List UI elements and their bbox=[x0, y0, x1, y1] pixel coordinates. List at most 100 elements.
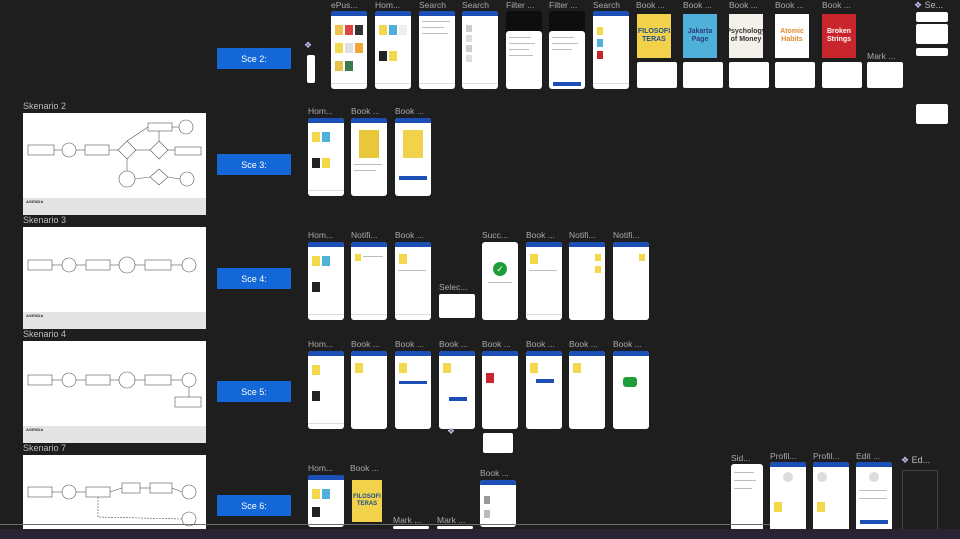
book-detail-card[interactable] bbox=[683, 62, 723, 88]
mark-card[interactable] bbox=[393, 526, 429, 529]
component-label: ❖ Se... bbox=[914, 0, 944, 10]
book-detail-card[interactable] bbox=[775, 62, 815, 88]
scenario-6-button[interactable]: Sce 6: bbox=[217, 495, 291, 516]
frame-label: Book ... bbox=[395, 339, 424, 349]
frame-label: Profil... bbox=[813, 451, 840, 461]
flow-diagram-skenario-2[interactable]: AGENDA bbox=[23, 113, 206, 215]
phone-frame-book[interactable] bbox=[526, 242, 562, 320]
phone-frame-book[interactable] bbox=[439, 351, 475, 429]
frame-label: Notifi... bbox=[613, 230, 640, 240]
frame-label: Edit ... bbox=[856, 451, 881, 461]
phone-frame-home[interactable] bbox=[375, 11, 411, 89]
book-detail-card[interactable] bbox=[729, 62, 769, 88]
frame-label: Filter ... bbox=[506, 0, 535, 10]
avatar bbox=[783, 472, 793, 482]
phone-frame-book[interactable] bbox=[526, 351, 562, 429]
phone-frame-home[interactable] bbox=[308, 118, 344, 196]
phone-frame-notification[interactable] bbox=[351, 242, 387, 320]
phone-frame-success[interactable]: ✓ bbox=[482, 242, 518, 320]
book-cover[interactable]: Atomic Habits bbox=[775, 14, 809, 58]
flow-diagram-skenario-4[interactable]: AGENDA bbox=[23, 341, 206, 443]
frame-label: Mark ... bbox=[437, 515, 466, 525]
scenario-2-button[interactable]: Sce 2: bbox=[217, 48, 291, 69]
flow-legend: AGENDA bbox=[23, 198, 206, 215]
component-variant[interactable] bbox=[916, 24, 948, 44]
frame-label: Search bbox=[419, 0, 446, 10]
flow-diagram-skenario-7[interactable] bbox=[23, 455, 206, 531]
mark-card[interactable] bbox=[437, 526, 473, 529]
frame-label: Mark ... bbox=[867, 51, 896, 61]
frame-label: Book ... bbox=[351, 106, 380, 116]
frame-label: Search bbox=[462, 0, 489, 10]
phone-frame-edit-profile[interactable] bbox=[856, 462, 892, 534]
scenario-5-button[interactable]: Sce 5: bbox=[217, 381, 291, 402]
frame-label: Book ... bbox=[729, 0, 758, 10]
frame-label: Book ... bbox=[439, 339, 468, 349]
frame-label: Book ... bbox=[569, 339, 598, 349]
phone-frame-home[interactable] bbox=[308, 351, 344, 429]
avatar bbox=[817, 472, 827, 482]
frame-label: Book ... bbox=[395, 230, 424, 240]
phone-frame-book[interactable] bbox=[482, 351, 518, 429]
book-detail-card[interactable] bbox=[822, 62, 862, 88]
phone-frame-epus[interactable] bbox=[331, 11, 367, 89]
phone-frame-profile-2[interactable] bbox=[813, 462, 849, 534]
component-variant[interactable] bbox=[916, 12, 948, 22]
component-icon: ❖ bbox=[901, 455, 910, 465]
frame-label: Book ... bbox=[683, 0, 712, 10]
phone-frame-book[interactable] bbox=[395, 351, 431, 429]
book-cover[interactable]: FILOSOFI TERAS bbox=[352, 480, 382, 522]
mark-card[interactable] bbox=[867, 62, 903, 88]
component-variant[interactable] bbox=[916, 104, 948, 124]
frame-label: Search bbox=[593, 0, 620, 10]
scenario-4-button[interactable]: Sce 4: bbox=[217, 268, 291, 289]
book-cover[interactable]: FILOSOFI TERAS bbox=[637, 14, 671, 58]
frame-label: Selec... bbox=[439, 282, 468, 292]
phone-frame-sidebar[interactable] bbox=[731, 464, 763, 534]
phone-frame-book-detail-2[interactable] bbox=[395, 118, 431, 196]
flow-legend: AGENDA bbox=[23, 312, 206, 329]
phone-frame-book-detail[interactable] bbox=[351, 118, 387, 196]
scenario-3-button[interactable]: Sce 3: bbox=[217, 154, 291, 175]
phone-frame-notification-3[interactable] bbox=[613, 242, 649, 320]
edit-component[interactable] bbox=[902, 470, 938, 534]
frame-label: Book ... bbox=[822, 0, 851, 10]
phone-frame-profile[interactable] bbox=[770, 462, 806, 534]
phone-frame-home[interactable] bbox=[308, 475, 344, 527]
book-cover[interactable]: Jakarta Page bbox=[683, 14, 717, 58]
small-preview[interactable] bbox=[307, 55, 315, 83]
frame-label: Hom... bbox=[308, 463, 334, 473]
book-cover[interactable]: Broken Strings bbox=[822, 14, 856, 58]
frame-label: Succ... bbox=[482, 230, 508, 240]
book-cover[interactable]: Psychology of Money bbox=[729, 14, 763, 58]
phone-frame-search[interactable] bbox=[419, 11, 455, 89]
phone-frame-book[interactable] bbox=[613, 351, 649, 429]
flow-legend: AGENDA bbox=[23, 426, 206, 443]
phone-frame-filter[interactable] bbox=[506, 11, 542, 89]
divider bbox=[0, 524, 770, 525]
phone-frame-notification-2[interactable] bbox=[569, 242, 605, 320]
frame-label: ePus... bbox=[331, 0, 358, 10]
frame-label: Book ... bbox=[482, 339, 511, 349]
select-card[interactable] bbox=[439, 294, 475, 318]
frame-label: Hom... bbox=[375, 0, 401, 10]
flow-diagram-skenario-3[interactable]: AGENDA bbox=[23, 227, 206, 329]
component-variant[interactable] bbox=[916, 48, 948, 56]
phone-frame-search-2[interactable] bbox=[593, 11, 629, 89]
frame-label: Book ... bbox=[775, 0, 804, 10]
frame-label: Sid... bbox=[731, 453, 751, 463]
skenario-title-2: Skenario 2 bbox=[23, 101, 67, 111]
frame-label: Book ... bbox=[526, 230, 555, 240]
book-detail-card[interactable] bbox=[637, 62, 677, 88]
phone-frame-book[interactable] bbox=[395, 242, 431, 320]
phone-frame-home[interactable] bbox=[308, 242, 344, 320]
frame-label: Hom... bbox=[308, 339, 334, 349]
frame-label: Notifi... bbox=[569, 230, 596, 240]
popup-card[interactable] bbox=[483, 433, 513, 453]
frame-label: Book ... bbox=[350, 463, 379, 473]
phone-frame-book[interactable] bbox=[351, 351, 387, 429]
phone-frame-book[interactable] bbox=[480, 480, 516, 527]
phone-frame-search-results[interactable] bbox=[462, 11, 498, 89]
phone-frame-filter-2[interactable] bbox=[549, 11, 585, 89]
phone-frame-book[interactable] bbox=[569, 351, 605, 429]
